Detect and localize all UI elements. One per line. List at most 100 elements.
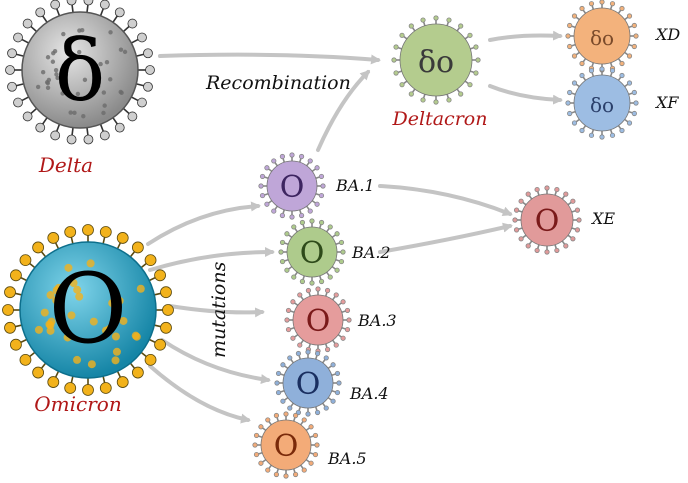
xe-spike-head bbox=[513, 207, 520, 213]
xf-spike-head bbox=[626, 120, 633, 126]
omicron-spike-head bbox=[160, 286, 172, 299]
delta-spike-head bbox=[7, 81, 17, 92]
omicron-spike-head bbox=[99, 226, 112, 238]
ba1-spike-head bbox=[264, 165, 270, 171]
delta-surface-dot bbox=[77, 28, 82, 33]
xf-spike-head bbox=[565, 100, 571, 106]
delta-spike-head bbox=[22, 18, 33, 29]
xf-virus: δο bbox=[565, 66, 639, 140]
omicron-spike-head bbox=[160, 321, 172, 334]
omicron-surface-dot bbox=[108, 299, 117, 308]
omicron-surface-dot bbox=[75, 292, 84, 301]
ba4-spike-head bbox=[334, 389, 341, 396]
omicron-spike-head bbox=[4, 286, 16, 299]
ba1-spike-head bbox=[279, 212, 286, 219]
delta-spike-head bbox=[114, 7, 125, 18]
ba1-spike-head bbox=[289, 152, 295, 158]
xd-label: XD bbox=[654, 25, 680, 44]
omicron-surface-dot bbox=[69, 278, 78, 287]
ba3-spike-head bbox=[290, 299, 296, 305]
xd-spike-head bbox=[579, 60, 585, 67]
delta-surface-dot bbox=[108, 77, 113, 82]
xf-spike-head bbox=[633, 100, 639, 106]
ba1-spike-head bbox=[298, 212, 305, 219]
delta-spike-head bbox=[66, 0, 77, 6]
omicron-surface-dot bbox=[101, 326, 110, 335]
ba5-spike-head bbox=[308, 460, 314, 466]
xf-spike-head bbox=[579, 127, 585, 134]
xe-spike-head bbox=[544, 249, 550, 255]
delta-surface-dot bbox=[46, 77, 52, 83]
ba1-spike-head bbox=[271, 208, 277, 214]
xd-spike-head bbox=[565, 33, 571, 39]
ba1-spike-head bbox=[264, 201, 270, 207]
omicron-spike-head bbox=[19, 254, 32, 267]
deltacron-spike-head bbox=[420, 17, 426, 23]
xe-label: XE bbox=[590, 209, 615, 228]
ba5-spike-head bbox=[253, 451, 260, 458]
omicron-surface-dot bbox=[34, 325, 43, 334]
omicron-spike-head bbox=[10, 338, 22, 351]
ba1-spike-head bbox=[318, 192, 325, 199]
ba3-spike-head bbox=[297, 342, 303, 348]
omicron-spike-head bbox=[2, 304, 14, 316]
ba2-spike-head bbox=[334, 267, 340, 273]
delta-spike-head bbox=[99, 130, 110, 141]
ba5-spike-head bbox=[283, 473, 289, 479]
xd-spike-head bbox=[567, 22, 573, 29]
omicron-spike-head bbox=[144, 353, 157, 366]
delta-surface-dot bbox=[98, 61, 103, 67]
delta-spike-head bbox=[66, 134, 77, 145]
ba5-spike-head bbox=[258, 424, 264, 430]
xf-spike-head bbox=[588, 68, 595, 74]
omicron-spike-head bbox=[64, 226, 77, 238]
omicron-surface-dot bbox=[67, 311, 76, 320]
delta-surface-dot bbox=[35, 84, 41, 90]
xf-spike-head bbox=[619, 127, 625, 134]
delta-spike-head bbox=[143, 48, 153, 59]
ba5-spike-head bbox=[273, 471, 280, 478]
delta-surface-dot bbox=[108, 30, 113, 35]
delta-surface-dot bbox=[72, 110, 77, 116]
ba3-spike-head bbox=[305, 287, 312, 294]
delta-surface-dot bbox=[81, 114, 86, 119]
delta-surface-dot bbox=[50, 59, 56, 64]
omicron-surface-dot bbox=[46, 291, 55, 300]
ba1-virus: O bbox=[258, 152, 326, 220]
delta-spike-head bbox=[13, 32, 23, 43]
omicron-spike-head bbox=[116, 232, 129, 244]
ba5-spike-head bbox=[258, 460, 264, 466]
omicron-spike-head bbox=[131, 366, 144, 379]
delta-surface-dot bbox=[65, 44, 70, 50]
delta-surface-dot bbox=[101, 90, 107, 95]
xd-spike-head bbox=[626, 13, 633, 19]
xf-spike-head bbox=[631, 89, 637, 96]
ba1-spike-head bbox=[298, 153, 305, 160]
omicron-surface-dot bbox=[136, 284, 145, 293]
ba1-virus-body bbox=[266, 160, 318, 212]
xd-spike-head bbox=[626, 53, 633, 59]
ba3-spike-head bbox=[315, 286, 321, 292]
ba4-virus-body bbox=[282, 357, 334, 409]
ba2-spike-head bbox=[299, 219, 306, 226]
deltacron-glyph: δο bbox=[418, 45, 454, 80]
ba2-virus: O bbox=[278, 218, 346, 286]
ba3-virus: O bbox=[284, 286, 352, 354]
ba2-spike-head bbox=[279, 239, 286, 246]
ba2-spike-head bbox=[338, 258, 345, 265]
delta-surface-dot bbox=[101, 110, 106, 116]
ba5-spike-head bbox=[252, 442, 258, 448]
delta-spike-head bbox=[145, 65, 155, 75]
ba4-spike-head bbox=[287, 405, 293, 411]
delta-spike-head bbox=[50, 0, 61, 10]
ba2-spike-head bbox=[284, 231, 290, 237]
delta-spike-head bbox=[83, 0, 94, 6]
delta-surface-dot bbox=[77, 49, 82, 55]
ba3-spike-head bbox=[333, 342, 339, 348]
omicron-spike-head bbox=[47, 232, 60, 244]
omicron-surface-dot bbox=[52, 296, 61, 305]
ba4-spike-head bbox=[295, 350, 302, 357]
deltacron-spike-head bbox=[458, 23, 464, 29]
ba4-spike-head bbox=[280, 362, 286, 368]
delta-surface-dot bbox=[54, 72, 59, 77]
